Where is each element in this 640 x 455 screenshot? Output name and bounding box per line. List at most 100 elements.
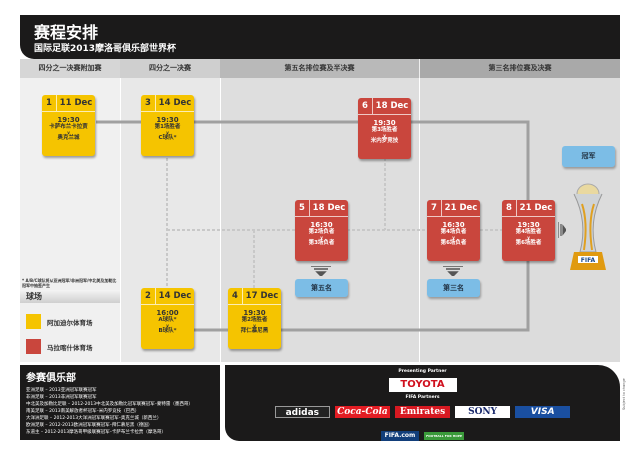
football-for-hope-logo: FOOTBALL FOR HOPE (424, 431, 465, 440)
third-place-result: 第三名 (427, 279, 480, 297)
match-date: 21 Dec (444, 203, 478, 213)
sony-logo: SONY (455, 405, 511, 418)
versus: v (166, 323, 169, 328)
club-line: 非洲足联 – 2013非洲冠军联赛冠军 (26, 395, 97, 400)
home-team: 第4场负者 (440, 229, 467, 235)
club-line: 南美足联 – 2013南美解放者杯冠军–米内罗竞技（巴西） (26, 409, 140, 414)
header: 赛程安排 国际足联2013摩洛哥俱乐部世界杯 (20, 15, 620, 59)
club-line: 东道主 – 2012-2013摩洛哥甲级联赛冠军–卡萨布兰卡拉贾（摩洛哥） (26, 430, 166, 435)
match-time: 19:30 (373, 119, 396, 127)
venue-swatch-yellow (26, 314, 41, 329)
home-team: 第1场胜者 (154, 124, 181, 130)
versus: v (452, 235, 455, 240)
venue-legend-title: 球场 (20, 290, 120, 303)
emirates-logo: Emirates (395, 405, 450, 418)
footnote: * A/B/C球队将从亚洲冠军/非洲冠军/中北美及加勒比冠军中抽签产生 (22, 278, 117, 288)
clubs-title: 参赛俱乐部 (26, 373, 76, 384)
away-team: 拜仁慕尼黑 (240, 328, 269, 334)
match-date: 11 Dec (59, 98, 93, 108)
away-team: 米内罗竞技 (370, 138, 399, 144)
page-title: 赛程安排 (34, 23, 99, 42)
column-header: 第三名排位赛及决赛 (420, 59, 620, 78)
versus: v (383, 133, 386, 138)
away-team: C球队* (158, 135, 177, 141)
club-line: 欧洲足联 – 2012-2013欧洲冠军联赛冠军–拜仁慕尼黑（德国） (26, 423, 153, 428)
home-team: A球队* (158, 317, 177, 323)
club-line: 中北美及加勒比足联 – 2012-2013中北美及加勒比冠军联赛冠军–蒙特雷（墨… (26, 402, 193, 407)
arrow-right-icon (558, 222, 566, 238)
match-time: 16:30 (442, 221, 465, 229)
arrow-down-icon (311, 266, 331, 276)
toyota-logo: TOYOTA (388, 378, 457, 392)
svg-text:FIFA: FIFA (581, 257, 596, 264)
versus: v (67, 130, 70, 135)
visa-logo: VISA (515, 405, 571, 418)
column-header: 四分之一决赛 (120, 59, 220, 78)
match-number: 7 (427, 200, 442, 216)
fifa-partners-label: FIFA Partners (405, 395, 440, 400)
match-number: 1 (42, 95, 57, 111)
champion-result: 冠军 (562, 146, 615, 167)
fifth-place-result: 第五名 (295, 279, 348, 297)
match-time: 19:30 (243, 309, 266, 317)
match-number: 5 (295, 200, 310, 216)
venue-name: 马拉喀什体育场 (47, 344, 93, 352)
coca-cola-logo: Coca-Cola (334, 405, 390, 418)
match-number: 6 (358, 98, 373, 114)
venue-swatch-red (26, 339, 41, 354)
versus: v (320, 235, 323, 240)
away-team: 第3场负者 (308, 240, 335, 246)
home-team: 第2场负者 (308, 229, 335, 235)
match-time: 19:30 (517, 221, 540, 229)
home-team: 第2场胜者 (241, 317, 268, 323)
participating-clubs: 参赛俱乐部 亚洲足联 – 2013亚洲冠军联赛冠军 非洲足联 – 2013非洲冠… (20, 365, 220, 440)
away-team: 第6场负者 (440, 240, 467, 246)
side-note: Subject to change (622, 378, 626, 410)
match-time: 19:30 (57, 116, 80, 124)
away-team: 第6场胜者 (515, 240, 542, 246)
match-number: 3 (141, 95, 156, 111)
match-date: 17 Dec (245, 291, 279, 301)
match-number: 4 (228, 288, 243, 304)
venue-name: 阿加迪尔体育场 (47, 319, 93, 327)
trophy-icon: FIFA (570, 183, 606, 270)
home-team: 第4场胜者 (515, 229, 542, 235)
page-subtitle: 国际足联2013摩洛哥俱乐部世界杯 (34, 44, 177, 54)
match-number: 8 (502, 200, 517, 216)
home-team: 卡萨布兰卡拉贾 (49, 124, 88, 130)
match-time: 16:00 (156, 309, 179, 317)
match-date: 14 Dec (158, 291, 192, 301)
club-line: 亚洲足联 – 2013亚洲冠军联赛冠军 (26, 388, 97, 393)
match-time: 19:30 (156, 116, 179, 124)
match-time: 16:30 (310, 221, 333, 229)
arrow-down-icon (443, 266, 463, 276)
column-header: 四分之一决赛附加赛 (20, 59, 120, 78)
match-number: 2 (141, 288, 156, 304)
versus: v (527, 235, 530, 240)
adidas-logo: adidas (274, 405, 330, 418)
match-date: 14 Dec (158, 98, 192, 108)
home-team: 第3场胜者 (371, 127, 398, 133)
column-header: 第五名排位赛及半决赛 (220, 59, 420, 78)
versus: v (253, 323, 256, 328)
presenting-partner-label: Presenting Partner (398, 369, 447, 374)
fifa-com-logo[interactable]: FIFA.com (380, 430, 419, 441)
versus: v (166, 130, 169, 135)
match-date: 21 Dec (519, 203, 553, 213)
away-team: B球队* (158, 328, 177, 334)
